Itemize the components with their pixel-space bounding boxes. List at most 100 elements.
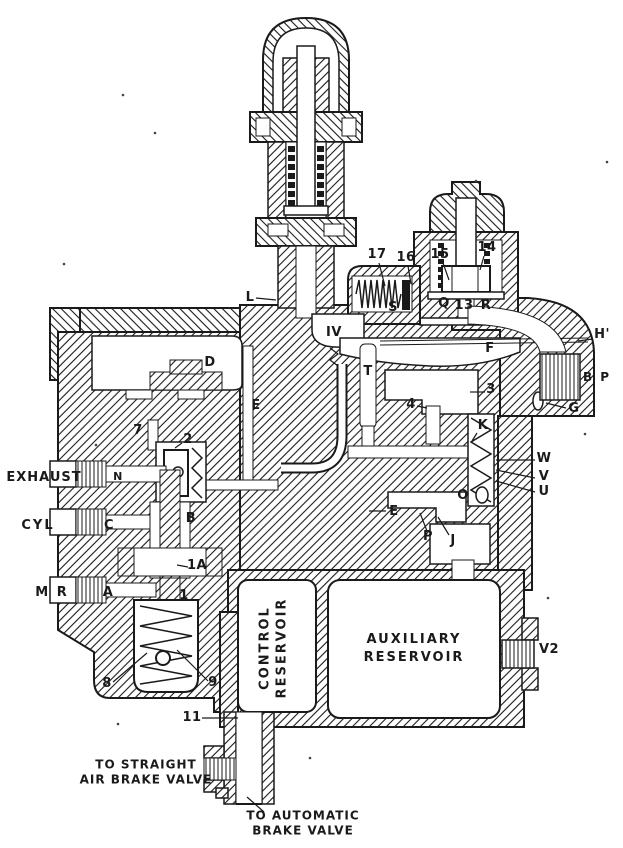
mr-channel xyxy=(105,582,157,598)
pilot-spring-coils-part xyxy=(484,259,490,264)
label-part-13: 13 xyxy=(454,298,473,313)
regulating-spring-coils-part xyxy=(317,200,324,206)
label-part-o: O xyxy=(457,488,469,503)
pilot-nut xyxy=(441,265,491,293)
label-port-bp: B P xyxy=(583,370,611,384)
t-connector xyxy=(361,425,375,449)
graduating-valve-spring xyxy=(469,417,493,503)
label-part-9: 9 xyxy=(208,675,218,690)
leader-part-k xyxy=(471,432,478,442)
label-part-h-prime: H' xyxy=(594,327,610,342)
leader-part-g xyxy=(545,402,567,409)
poppet-base xyxy=(149,371,223,391)
label-to-straight-air-brake-valve-part: TO STRAIGHT xyxy=(95,758,196,772)
leader-part-2 xyxy=(174,442,183,449)
pilot-spring-coils-part xyxy=(484,251,490,256)
label-part-n-part: N xyxy=(113,470,123,483)
regulating-spring-coils-part xyxy=(317,164,324,170)
label-part-2-part: 2 xyxy=(183,432,193,447)
label-part-o-part: O xyxy=(457,488,469,503)
label-part-u-part: U xyxy=(538,484,549,499)
regulating-spring-coils-part xyxy=(317,155,324,161)
label-port-v2: V2 xyxy=(539,642,559,657)
pilot-spring-coils-part xyxy=(484,243,490,248)
label-port-cyl-part: CYL xyxy=(21,518,54,533)
leader-part-16 xyxy=(407,265,412,285)
v2-port-threads xyxy=(501,639,535,669)
label-part-k: K xyxy=(478,418,489,433)
label-part-11: 11 xyxy=(182,710,201,725)
leader-part-l xyxy=(255,297,277,301)
regulating-spring-coils xyxy=(288,146,324,206)
label-chamber-3-part: 3 xyxy=(486,382,496,397)
label-part-17: 17 xyxy=(367,247,386,262)
label-part-k-part: K xyxy=(478,418,489,433)
label-chamber-iv: IV xyxy=(326,325,342,340)
paper-specks-part xyxy=(153,131,157,135)
paper-specks-part xyxy=(583,432,587,436)
label-part-2: 2 xyxy=(183,432,193,447)
pilot-spring-coils-part xyxy=(438,259,444,264)
label-part-s-part: S xyxy=(388,300,398,315)
lower-cross-passage xyxy=(347,445,471,459)
label-part-s: S xyxy=(388,300,398,315)
leader-part-1a xyxy=(176,564,189,568)
regulating-spring-coils-part xyxy=(288,173,295,179)
part-4-valve xyxy=(425,405,441,445)
label-control-reservoir-part: CONTROL xyxy=(258,606,273,690)
regulating-spring-coils-part xyxy=(317,182,324,188)
regulating-spring-coils-part xyxy=(317,146,324,152)
label-chamber-f-part: F xyxy=(485,341,494,356)
paper-specks-part xyxy=(474,179,478,183)
bottom-pipe-walls-part xyxy=(215,787,229,799)
seat-port-left xyxy=(125,389,153,400)
regulating-spring-coils-part xyxy=(288,182,295,188)
leader-part-15 xyxy=(442,262,450,281)
label-part-w: W xyxy=(537,451,552,466)
regulating-spring-coils-part xyxy=(317,173,324,179)
label-part-14: 14 xyxy=(477,240,496,255)
label-auxiliary-reservoir-part: RESERVOIR xyxy=(364,650,465,665)
label-passage-e: E xyxy=(251,398,260,413)
v2-port-boss-part xyxy=(521,667,539,691)
label-control-reservoir-part: RESERVOIR xyxy=(275,598,290,699)
spring-17-coil xyxy=(355,279,402,309)
paper-specks-part xyxy=(116,722,120,726)
label-part-v-part: V xyxy=(539,469,550,484)
exhaust-port-threads xyxy=(75,460,107,488)
label-port-mr-part: M R xyxy=(35,585,68,600)
part-7-slot xyxy=(147,419,159,451)
label-passage-t: T xyxy=(363,364,372,379)
label-to-straight-air-brake-valve-part: AIR BRAKE VALVE xyxy=(80,773,213,787)
reservoir-left-wall xyxy=(219,611,239,728)
label-part-17-part: 17 xyxy=(367,247,386,262)
label-part-g-part: G xyxy=(568,401,579,416)
regulating-stem xyxy=(296,45,316,215)
label-part-13-part: 13 xyxy=(454,298,473,313)
label-chamber-f: F xyxy=(485,341,494,356)
label-passage-e-lower: E xyxy=(389,504,398,519)
leader-part-14 xyxy=(479,255,485,271)
label-part-p: P xyxy=(423,529,433,544)
label-part-1a-part: 1A xyxy=(187,558,207,573)
paper-specks-part xyxy=(121,93,125,97)
label-part-15-part: 15 xyxy=(430,247,449,262)
paper-specks-part xyxy=(308,756,312,760)
label-part-8: 8 xyxy=(102,676,112,691)
label-part-1-part: 1 xyxy=(179,588,189,603)
label-auxiliary-reservoir-part: AUXILIARY xyxy=(367,632,462,647)
collar-notch-left xyxy=(255,117,271,137)
poppet-cap xyxy=(169,359,203,375)
label-part-b: B xyxy=(186,511,196,526)
aux-inlet-chamber xyxy=(429,523,491,565)
o-valve-seat xyxy=(475,486,489,504)
down-pipe-bore xyxy=(235,711,263,805)
label-part-14-part: 14 xyxy=(477,240,496,255)
spring-follower xyxy=(402,280,410,310)
label-part-a: A xyxy=(103,585,114,600)
label-part-c-part: C xyxy=(104,518,114,533)
right-body-wall xyxy=(497,415,533,591)
